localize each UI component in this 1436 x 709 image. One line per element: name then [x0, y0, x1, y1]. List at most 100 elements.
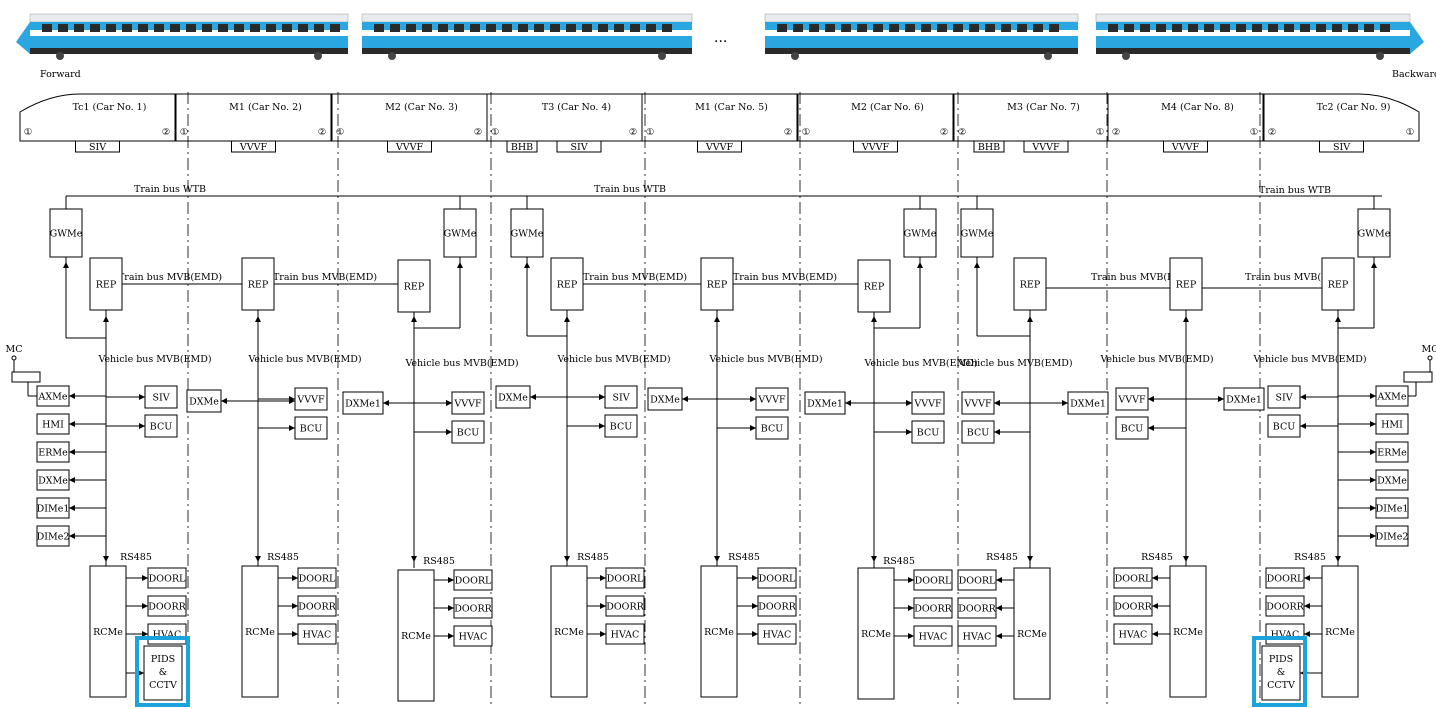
vvvf-box-label: VVVF	[913, 399, 942, 410]
ellipsis-label: ...	[714, 30, 727, 46]
doorr-box-label: DOORR	[958, 604, 996, 615]
rcme-box-label: RCMe	[93, 627, 123, 638]
vvvf-box-label: VVVF	[296, 395, 325, 406]
bcu-box: BCU	[911, 420, 945, 444]
port-right: ②	[474, 127, 483, 138]
bcu-box: BCU	[961, 420, 995, 444]
arrow-head	[996, 633, 1002, 639]
erme-box-label: ERMe	[38, 448, 68, 459]
rep-box-label: REP	[557, 280, 578, 291]
doorr-box: DOORR	[297, 595, 337, 617]
doorl-box-label: DOORL	[1267, 574, 1304, 585]
bcu-box-label: BCU	[761, 424, 783, 435]
rep-box: REP	[1169, 257, 1203, 311]
doorr-box-label: DOORR	[1266, 602, 1304, 613]
port-right: ①	[1406, 127, 1415, 138]
arrow-head	[752, 603, 758, 609]
hvac-box-label: HVAC	[611, 630, 640, 641]
rs485-label: RS485	[883, 556, 915, 567]
hvac-box-label: HVAC	[1119, 630, 1148, 641]
pids-cctv-box: PIDS&CCTV	[143, 645, 183, 701]
doorl-box: DOORL	[1113, 567, 1153, 589]
arrow-head	[69, 421, 75, 427]
doorl-box-label: DOORL	[915, 576, 952, 587]
dxme1-box-car8-label: DXMe1	[1226, 395, 1262, 406]
equipment-bhb-label: BHB	[978, 142, 1000, 153]
highlight-pids-cctv-left	[135, 636, 190, 707]
arrow-head	[974, 262, 980, 268]
vvvf-box-label: VVVF	[757, 395, 786, 406]
doorl-box-label: DOORL	[455, 576, 492, 587]
hvac-box-label: HVAC	[919, 632, 948, 643]
arrow-head	[530, 394, 536, 400]
hvac-box: HVAC	[957, 625, 997, 647]
siv-box-label: SIV	[152, 393, 169, 404]
hmi-box: HMI	[36, 413, 70, 435]
mvb-train-label: Train bus MVB(EMD)	[733, 272, 837, 283]
bcu-box-label: BCU	[917, 428, 939, 439]
doorr-box: DOORR	[1265, 595, 1305, 617]
arrow-head	[1370, 421, 1376, 427]
rcme-box-label: RCMe	[554, 627, 584, 638]
arrow-head	[63, 262, 69, 268]
port-left: ②	[958, 127, 967, 138]
rcme-box-label: RCMe	[861, 629, 891, 640]
car-title: Tc2 (Car No. 9)	[1317, 102, 1391, 113]
bcu-box: BCU	[755, 416, 789, 440]
dime1-box-right-label: DIMe1	[1376, 504, 1409, 515]
hvac-box: HVAC	[1265, 623, 1305, 645]
hmi-box-right-label: HMI	[1381, 420, 1403, 431]
equipment-vvvf-label: VVVF	[1171, 142, 1200, 153]
bcu-box: BCU	[604, 414, 638, 438]
vvvf-box: VVVF	[451, 391, 485, 415]
dime2-box-right-label: DIMe2	[1376, 532, 1409, 543]
rep-box: REP	[397, 259, 431, 313]
rep-box: REP	[241, 257, 275, 311]
doorl-box-label: DOORL	[607, 574, 644, 585]
bcu-box: BCU	[294, 416, 328, 440]
port-right: ②	[318, 127, 327, 138]
arrow-head	[1304, 631, 1310, 637]
arrow-head	[139, 394, 145, 400]
arrow-head	[103, 316, 109, 322]
arrow-head	[142, 575, 148, 581]
arrow-head	[446, 400, 452, 406]
arrow-head	[1304, 575, 1310, 581]
arrow-head	[139, 423, 145, 429]
arrow-head	[750, 425, 756, 431]
port-right: ②	[629, 127, 638, 138]
doorr-box-label: DOORR	[298, 602, 336, 613]
rcme-box-label: RCMe	[245, 627, 275, 638]
port-left: ①	[180, 127, 189, 138]
port-left: ①	[336, 127, 345, 138]
rep-box: REP	[1321, 257, 1355, 311]
gwme-box-label: GWMe	[961, 229, 994, 240]
arrow-head	[1218, 396, 1224, 402]
arrow-head	[138, 670, 144, 676]
mvb-train-label: Train bus MVB(EMD)	[583, 272, 687, 283]
arrow-head	[448, 605, 454, 611]
doorr-box: DOORR	[757, 595, 797, 617]
arrow-head	[917, 262, 923, 268]
hvac-box-label: HVAC	[303, 630, 332, 641]
arrow-head	[600, 631, 606, 637]
arrow-head	[142, 631, 148, 637]
erme-box: ERMe	[36, 441, 70, 463]
rep-box: REP	[857, 259, 891, 313]
rcme-box-label: RCMe	[1325, 627, 1355, 638]
doorr-box: DOORR	[605, 595, 645, 617]
doorl-box-label: DOORL	[1115, 574, 1152, 585]
port-left: ②	[1112, 127, 1121, 138]
rcme-box: RCMe	[1013, 567, 1051, 700]
rcme-box: RCMe	[397, 569, 435, 702]
rep-box-label: REP	[96, 280, 117, 291]
port-left: ①	[646, 127, 655, 138]
dime2-box-right: DIMe2	[1375, 525, 1409, 547]
equipment-vvvf: VVVF	[387, 140, 432, 153]
siv-box: SIV	[144, 385, 178, 409]
gwme-box-label: GWMe	[444, 229, 477, 240]
dxme-box-car5: DXMe	[647, 387, 683, 411]
